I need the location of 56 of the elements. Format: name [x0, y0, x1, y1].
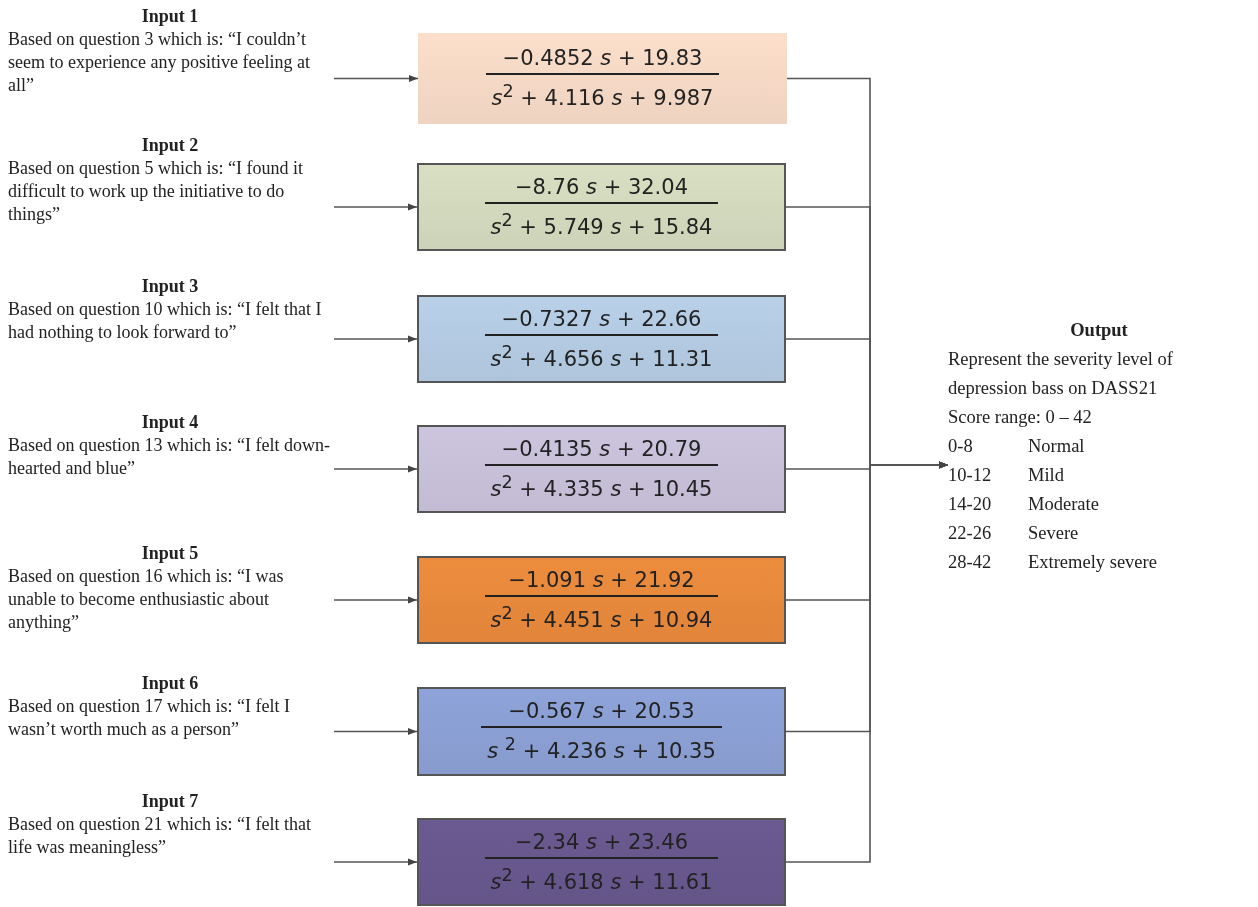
denominator-expression: s$^{2}$ + 4.451 s + 10.94: [484, 594, 719, 636]
severity-cell-text: Moderate: [1028, 493, 1100, 516]
denominator-expression: s $^{2}$ + 4.236 s + 10.35: [481, 726, 722, 767]
question-text: Based on question 10 which is: “I felt that I had nothing to look forward to”: [8, 298, 323, 344]
question-text: Based on question 13 which is: “I felt down-hearted and blue”: [8, 434, 331, 480]
numerator-expression: −0.7327 s + 22.66: [500, 305, 703, 333]
score-range-cell-text: 22-26: [948, 522, 993, 545]
input-heading: Input 2: [140, 134, 200, 157]
output-description: Represent the severity level of depression bass on DASS21: [948, 348, 1174, 400]
arrow: [333, 203, 418, 211]
severity-cell-text: Extremely severe: [1028, 551, 1158, 574]
severity-cell-text: Normal: [1028, 435, 1086, 458]
arrow: [333, 727, 418, 736]
input-heading: Input 3: [140, 275, 200, 298]
transfer-function-box: [417, 163, 786, 251]
arrow: [333, 596, 418, 604]
score-range-cell-text: 10-12: [948, 464, 993, 487]
transfer-function-box: [417, 295, 786, 383]
arrow: [333, 465, 418, 473]
transfer-function-box: [417, 818, 786, 906]
denominator-expression: s$^{2}$ + 4.116 s + 9.987: [485, 73, 720, 114]
score-range-cell-text: 14-20: [948, 493, 993, 516]
input-heading: Input 4: [140, 411, 200, 434]
arrow: [333, 858, 418, 866]
numerator-expression: −2.34 s + 23.46: [513, 828, 690, 856]
score-range-cell-text: 0-8: [948, 435, 974, 458]
numerator-expression: −0.4135 s + 20.79: [500, 435, 703, 463]
question-text: Based on question 16 which is: “I was unable to become enthusiastic about anything”: [8, 565, 285, 634]
transfer-function-box: [418, 33, 787, 124]
severity-cell-text: Severe: [1028, 522, 1080, 545]
input-heading: Input 7: [140, 790, 200, 813]
output-heading: Output: [1069, 319, 1129, 342]
question-text: Based on question 21 which is: “I felt that life was meaningless”: [8, 813, 312, 859]
input-heading: Input 5: [140, 542, 200, 565]
question-text: Based on question 3 which is: “I couldn’t seem to experience any positive feeling at all”: [8, 28, 311, 97]
numerator-expression: −1.091 s + 21.92: [507, 566, 696, 594]
question-text: Based on question 17 which is: “I felt I wasn’t worth much as a person”: [8, 695, 291, 741]
denominator-expression: s$^{2}$ + 4.656 s + 11.31: [484, 333, 719, 375]
arrow: [333, 74, 419, 83]
arrow: [785, 461, 949, 863]
denominator-expression: s$^{2}$ + 4.335 s + 10.45: [484, 463, 719, 505]
transfer-function-box: [417, 687, 786, 776]
denominator-expression: s$^{2}$ + 4.618 s + 11.61: [484, 856, 719, 898]
severity-cell-text: Mild: [1028, 464, 1065, 487]
score-range-cell-text: 28-42: [948, 551, 993, 574]
transfer-function-box: [417, 425, 786, 513]
numerator-expression: −0.4852 s + 19.83: [501, 45, 704, 72]
transfer-function-box: [417, 556, 786, 644]
question-text: Based on question 5 which is: “I found it difficult to work up the initiative to do things”: [8, 157, 304, 226]
input-heading: Input 1: [140, 5, 200, 28]
arrow: [333, 335, 418, 343]
denominator-expression: s$^{2}$ + 5.749 s + 15.84: [484, 201, 719, 243]
numerator-expression: −8.76 s + 32.04: [513, 173, 690, 201]
score-range-text: Score range: 0 – 42: [948, 406, 1093, 429]
input-heading: Input 6: [140, 672, 200, 695]
numerator-expression: −0.567 s + 20.53: [507, 698, 696, 725]
